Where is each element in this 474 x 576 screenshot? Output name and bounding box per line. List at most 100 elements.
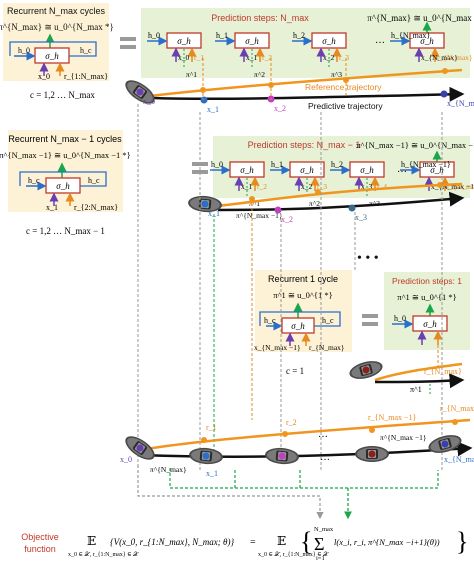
- stage3-h-out: h_c: [322, 316, 334, 325]
- stage1-pred-h-label-1: h_1: [216, 31, 228, 40]
- stage1-pred-pi-label-1: π^2: [254, 70, 265, 79]
- stage2-pred-cell-label-0: σ_h: [240, 165, 254, 175]
- stage2-h-out: h_c: [88, 176, 100, 185]
- stage1-pred-h-label-2: h_2: [293, 31, 305, 40]
- stage2-pi-label: π^{N_max −1}: [236, 211, 282, 220]
- stage2-r-in: r_{2:N_max}: [74, 203, 118, 212]
- stage1-pred-h-label-0: h_0: [148, 31, 160, 40]
- stage2-point-1: [274, 206, 282, 214]
- objective-label-1: Objective: [21, 532, 59, 542]
- stage2-pred-r-label-1: r_3: [317, 182, 327, 191]
- stage3-pi-label: π^1: [410, 385, 422, 394]
- stage1-ref-point-3: [442, 68, 448, 74]
- stage3-cell-h: h_0: [394, 314, 406, 323]
- objective-brace-close: }: [456, 527, 468, 556]
- stage3-recurrent-title: Recurrent 1 cycle: [268, 274, 338, 284]
- objective-lhs-sub: x_0 ∈ 𝒳, r_{1:N_max} ∈ 𝒳: [68, 551, 139, 558]
- stage3: Recurrent 1 cycle π^1 ≅ u_0^{1 *} σ_h h_…: [254, 270, 470, 395]
- objective-rhs-expect: 𝔼: [277, 534, 286, 548]
- stage2-pred-pi-label-2: π^3: [369, 199, 380, 208]
- bottom-dots-1: …: [318, 429, 328, 440]
- stage2-x-in: x_1: [46, 203, 58, 212]
- equals-icon: [362, 314, 378, 326]
- objective-sum-top: N_max: [314, 526, 334, 533]
- stage1-pred-ellipsis: …: [375, 35, 385, 46]
- stage1-point-label-0: x_0: [143, 97, 155, 106]
- stage3-r-label: r_{N_max}: [424, 367, 462, 376]
- stage2-pred-cell-label-1: σ_h: [300, 165, 314, 175]
- stage2: Recurrent N_max − 1 cycles π^{N_max −1} …: [0, 130, 474, 266]
- bottom-r2: r_2: [286, 418, 297, 427]
- stage2-prediction-chain: σ_hh_0x_1r_2π^1σ_hh_1x_2r_3π^2σ_hh_2x_3r…: [210, 150, 474, 208]
- stage1-h-out: h_c: [80, 46, 92, 55]
- stage-ellipsis: • • •: [357, 251, 379, 266]
- objective-sum-symbol: Σ: [314, 534, 324, 554]
- stage1-h-in: h_0: [18, 46, 30, 55]
- stage3-prediction-cell-label: σ_h: [423, 319, 437, 329]
- stage1-pred-r-label-2: r_3: [339, 53, 349, 62]
- stage1-pred-pi-label-2: π^3: [331, 70, 342, 79]
- stage3-x-in: x_{N_max −1}: [254, 343, 301, 352]
- stage2-pred-ellipsis: …: [397, 164, 407, 175]
- stage1-point-label-2: x_2: [274, 104, 286, 113]
- objective-lhs-expect: 𝔼: [87, 534, 96, 548]
- stage2-pred-x-label-3: x_{N_max −1}: [431, 182, 474, 191]
- stage2-pred-r-label-0: r_2: [257, 182, 267, 191]
- stage1-point-3: [440, 90, 448, 98]
- stage1-x-in: x_0: [38, 72, 50, 81]
- stage2-point-label-2: x_3: [355, 213, 367, 222]
- stage1-pred-cell-label-0: σ_h: [177, 36, 191, 46]
- bottom-r3: r_{N_max −1}: [368, 413, 417, 422]
- stage2-h-in: h_c: [28, 176, 40, 185]
- stage2-trajectories: [217, 182, 465, 212]
- equals-icon: [120, 37, 136, 49]
- stage2-cycle-label: c = 1,2 … N_max − 1: [26, 226, 105, 236]
- stage3-recurrent-output: π^1 ≅ u_0^{1 *}: [273, 290, 332, 300]
- stage2-recurrent-title: Recurrent N_max − 1 cycles: [8, 134, 122, 144]
- bottom-road: r_1 r_2 r_{N_max −1} r_{N_max} x_0 x_1 x…: [120, 404, 474, 478]
- objective: Objective function 𝔼 x_0 ∈ 𝒳, r_{1:N_max…: [21, 526, 468, 562]
- stage2-ref-point-1: [315, 189, 321, 195]
- stage1-pred-r-label-0: r_1: [194, 53, 204, 62]
- stage1-pred-cell-label-2: σ_h: [322, 36, 336, 46]
- stage1-point-label-1: x_1: [207, 105, 219, 114]
- bottom-pi2: π^{N_max −1}: [380, 433, 426, 442]
- stage2-point-label-0: x_1: [208, 209, 220, 218]
- stage1-point-0: [136, 88, 144, 96]
- stage1-pred-pi-label-0: π^1: [186, 70, 197, 79]
- stage1-pred-r-label-3: r_{N_max}: [437, 53, 473, 62]
- objective-rhs-term: l(x_i, r_i, π^{N_max −i+1}(θ)): [334, 537, 440, 547]
- bottom-r4: r_{N_max}: [440, 404, 474, 413]
- objective-lhs: {V(x_0, r_{1:N_max}, N_max; θ)}: [110, 537, 234, 547]
- stage1-cycle-label: c = 1,2 … N_max: [30, 90, 95, 100]
- stage1-pred-r-label-1: r_2: [262, 53, 272, 62]
- stage2-pred-pi-label-1: π^2: [309, 199, 320, 208]
- stage2-pred-cell-label-2: σ_h: [360, 165, 374, 175]
- stage2-point-0: [201, 200, 209, 208]
- stage1-prediction-chain: σ_hh_0x_0r_1π^1σ_hh_1x_1r_2π^2σ_hh_2x_2r…: [147, 21, 473, 79]
- stage1-reference-label: Reference trajectory: [305, 82, 382, 92]
- stage1-r-in: r_{1:N_max}: [64, 72, 108, 81]
- stage2-pred-h-label-2: h_2: [331, 160, 343, 169]
- stage2-pred-h-label-3: h_{N_max −1}: [401, 160, 451, 169]
- stage2-prediction-output: π^{N_max −1} ≅ u_0^{N_max −1 *}: [356, 140, 474, 150]
- stage1-predictive-label: Predictive trajectory: [308, 101, 383, 111]
- stage1-recurrent-title: Recurrent N_max cycles: [7, 6, 106, 16]
- stage1-point-1: [200, 96, 208, 104]
- bottom-r1: r_1: [206, 423, 217, 432]
- stage1-recurrent-output: π^{N_max} ≅ u_0^{N_max *}: [0, 22, 114, 32]
- objective-equals: =: [250, 537, 256, 548]
- stage2-point-2: [348, 204, 356, 212]
- bottom-pi1: π^{N_max}: [150, 465, 187, 474]
- stage1-pred-x-label-3: x_{N_max}: [421, 53, 458, 62]
- stage2-pred-h-label-1: h_1: [271, 160, 283, 169]
- objective-label-2: function: [24, 544, 56, 554]
- stage2-pred-cell-label-3: σ_h: [430, 165, 444, 175]
- stage2-prediction-title: Prediction steps: N_max − 1: [248, 140, 361, 150]
- stage3-prediction-output: π^1 ≅ u_0^{1 *}: [397, 292, 456, 302]
- stage3-cycle-label: c = 1: [286, 366, 304, 376]
- objective-rhs-sub: x_0 ∈ 𝒳, r_{1:N_max} ∈ 𝒳: [258, 551, 329, 558]
- objective-collector: [137, 465, 439, 520]
